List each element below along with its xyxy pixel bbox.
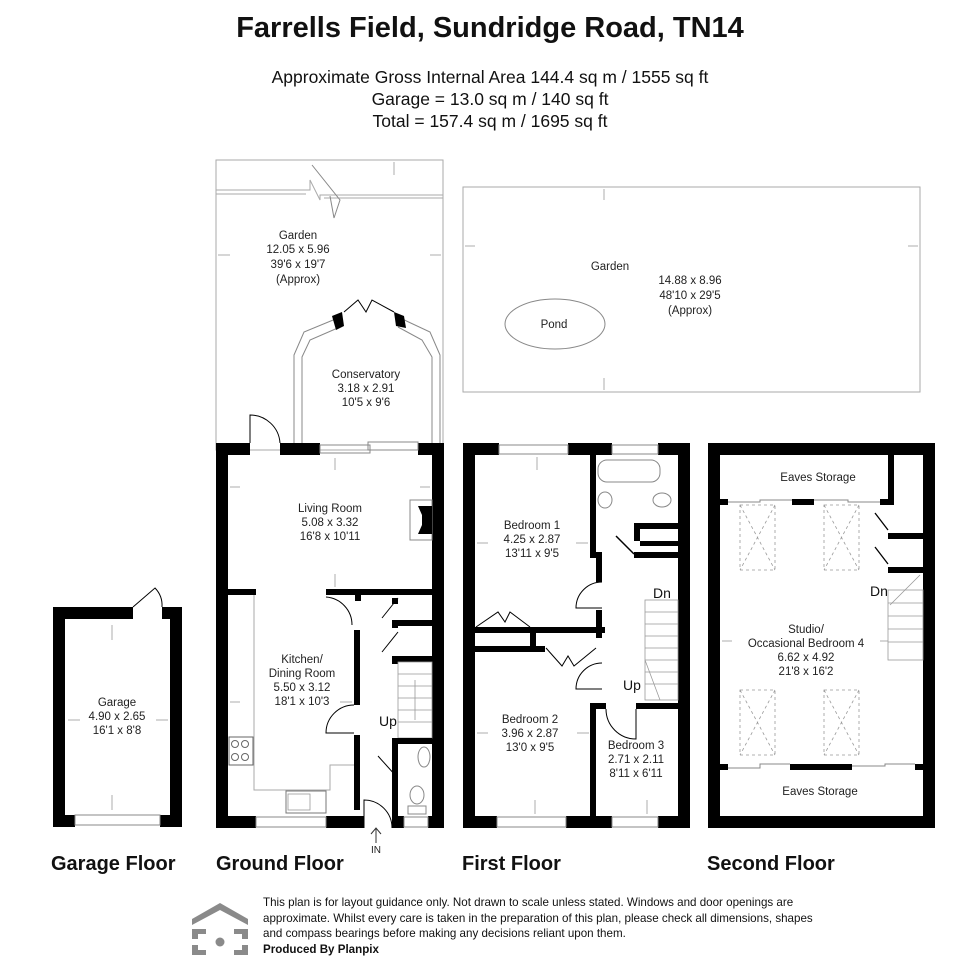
garage-area: Garage = 13.0 sq m / 140 sq ft: [371, 89, 609, 109]
second-stairs-down-label: Dn: [870, 583, 888, 599]
studio-name-line2: Occasional Bedroom 4: [748, 638, 865, 650]
studio-metric: 6.62 x 4.92: [778, 652, 835, 664]
gross-internal-area: Approximate Gross Internal Area 144.4 sq…: [271, 67, 709, 87]
ground-garden-metric: 12.05 x 5.96: [266, 244, 329, 256]
kitchen-name: Kitchen/: [281, 654, 323, 666]
ground-garden-name: Garden: [279, 230, 317, 242]
garage-room-name: Garage: [98, 697, 136, 709]
first-stairs-down-label: Dn: [653, 585, 671, 601]
garage-floor-plan: [53, 587, 182, 827]
garage-floor-label: Garage Floor: [51, 853, 176, 875]
total-area: Total = 157.4 sq m / 1695 sq ft: [372, 111, 608, 131]
disclaimer-block: This plan is for layout guidance only. N…: [263, 895, 823, 957]
living-room-metric: 5.08 x 3.32: [302, 517, 359, 529]
first-garden-imperial: 48'10 x 29'5: [659, 290, 720, 302]
garage-room-metric: 4.90 x 2.65: [89, 711, 146, 723]
conservatory-metric: 3.18 x 2.91: [338, 383, 395, 395]
kitchen-metric: 5.50 x 3.12: [274, 682, 331, 694]
ground-stairs-up-label: Up: [379, 713, 397, 729]
first-stairs-up-label: Up: [623, 677, 641, 693]
house-frame-logo-icon: [192, 903, 248, 955]
disclaimer-text: This plan is for layout guidance only. N…: [263, 896, 813, 940]
first-garden-note: (Approx): [668, 305, 712, 317]
conservatory-name: Conservatory: [332, 369, 401, 381]
ground-floor-plan: [215, 159, 444, 843]
first-floor-label: First Floor: [462, 853, 561, 875]
studio-imperial: 21'8 x 16'2: [779, 666, 834, 678]
entrance-label: IN: [371, 845, 381, 856]
living-room-name: Living Room: [298, 503, 362, 515]
bedroom-2-metric: 3.96 x 2.87: [502, 728, 559, 740]
first-floor-plan: [462, 186, 921, 828]
ground-garden-imperial: 39'6 x 19'7: [271, 259, 326, 271]
living-room-imperial: 16'8 x 10'11: [300, 531, 360, 543]
kitchen-imperial: 18'1 x 10'3: [275, 696, 330, 708]
bedroom-1-imperial: 13'11 x 9'5: [505, 548, 559, 560]
studio-name: Studio/: [788, 624, 825, 636]
ground-garden-note: (Approx): [276, 274, 320, 286]
bedroom-2-name: Bedroom 2: [502, 714, 558, 726]
bedroom-3-imperial: 8'11 x 6'11: [609, 768, 662, 780]
bedroom-3-name: Bedroom 3: [608, 740, 664, 752]
first-garden-name: Garden: [591, 261, 629, 273]
garage-room-imperial: 16'1 x 8'8: [93, 725, 142, 737]
kitchen-name-line2: Dining Room: [269, 668, 335, 680]
conservatory-imperial: 10'5 x 9'6: [342, 397, 391, 409]
bedroom-2-imperial: 13'0 x 9'5: [506, 742, 555, 754]
plan-title: Farrells Field, Sundridge Road, TN14: [236, 12, 744, 44]
eaves-storage-bottom-label: Eaves Storage: [782, 786, 857, 798]
second-floor-label: Second Floor: [707, 853, 835, 875]
bedroom-3-metric: 2.71 x 2.11: [608, 754, 664, 766]
bedroom-1-name: Bedroom 1: [504, 520, 560, 532]
ground-floor-label: Ground Floor: [216, 853, 344, 875]
bedroom-1-metric: 4.25 x 2.87: [504, 534, 561, 546]
pond-label: Pond: [541, 319, 568, 331]
producer-credit: Produced By Planpix: [263, 942, 379, 956]
first-garden-metric: 14.88 x 8.96: [658, 275, 721, 287]
second-floor-plan: [708, 443, 935, 828]
eaves-storage-top-label: Eaves Storage: [780, 472, 855, 484]
